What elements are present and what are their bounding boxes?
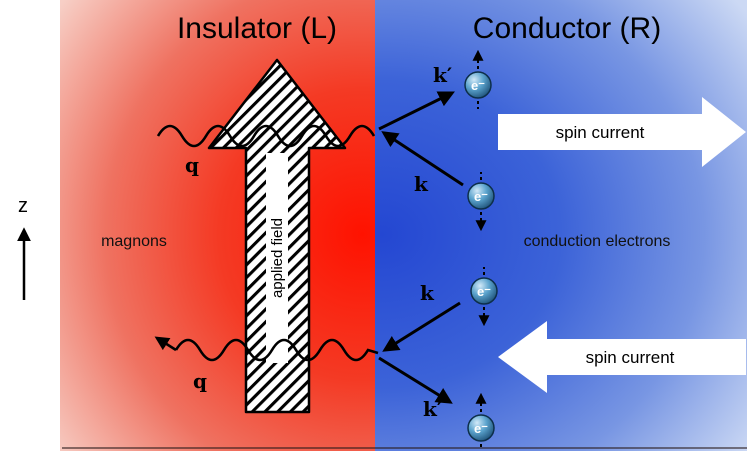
- magnon-q-bottom: q: [193, 369, 207, 393]
- electron-symbol: e⁻: [477, 284, 491, 299]
- momentum-label-kprime-bottom: k′: [423, 397, 442, 421]
- magnon-wave-top: q: [156, 124, 376, 177]
- scatter-arrow-kprime-top: [378, 91, 455, 131]
- applied-field-arrow: applied field: [207, 58, 347, 414]
- magnon-q-top: q: [185, 153, 199, 177]
- magnon-emission-arrow: [154, 336, 177, 352]
- conductor-region: [375, 0, 747, 451]
- electron-sphere: [467, 414, 495, 442]
- scatter-arrow-k-bottom: [382, 301, 461, 352]
- electron-kprime-bottom: e⁻: [467, 392, 495, 449]
- electron-k-bottom: e⁻: [470, 267, 498, 327]
- magnon-wave-bottom-path: [174, 338, 379, 362]
- spin-current-left: spin current: [498, 321, 746, 393]
- insulator-region: [60, 0, 375, 451]
- magnon-wave-bottom: q: [154, 336, 379, 393]
- applied-field-text-band: [266, 153, 288, 363]
- momentum-label-k-bottom: k: [420, 281, 435, 305]
- spin-current-right-arrow: [498, 97, 746, 167]
- applied-field-label: applied field: [269, 218, 286, 298]
- scatter-arrow-kprime-bottom: [378, 356, 453, 404]
- electron-sphere: [470, 277, 498, 305]
- scatter-arrow-k-top: [381, 131, 464, 187]
- applied-field-text-group: applied field: [266, 153, 288, 363]
- electron-sphere: [464, 71, 492, 99]
- spin-current-left-label: spin current: [586, 348, 675, 367]
- conduction-electrons-label: conduction electrons: [524, 233, 671, 250]
- momentum-label-kprime-top: k′: [433, 63, 452, 87]
- magnon-wave-top-path: [156, 124, 376, 148]
- spin-current-left-arrow: [498, 321, 746, 393]
- momentum-label-k-top: k: [414, 172, 429, 196]
- conductor-title: Conductor (R): [473, 12, 661, 45]
- spin-current-right-label: spin current: [556, 123, 645, 142]
- spin-current-right: spin current: [498, 97, 746, 167]
- electron-symbol: e⁻: [471, 78, 485, 93]
- electron-k-top: e⁻: [467, 172, 495, 232]
- electron-symbol: e⁻: [474, 189, 488, 204]
- electron-sphere: [467, 182, 495, 210]
- electron-symbol: e⁻: [474, 421, 488, 436]
- z-axis-label: z: [18, 195, 28, 217]
- figure-bottom-edge: [62, 447, 747, 449]
- insulator-title: Insulator (L): [177, 12, 337, 45]
- electron-kprime-top: e⁻: [464, 49, 492, 109]
- magnons-label: magnons: [101, 233, 167, 250]
